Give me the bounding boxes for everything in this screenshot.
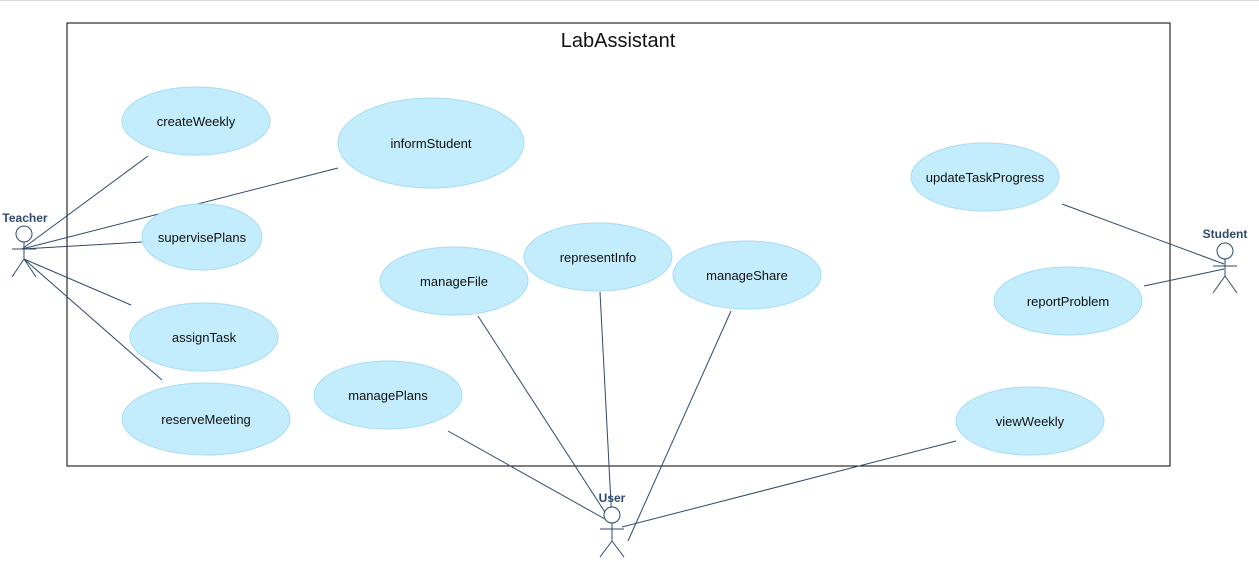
use-case-label: managePlans xyxy=(348,388,428,403)
use-case-label: informStudent xyxy=(391,136,472,151)
use-case-label: reportProblem xyxy=(1027,294,1109,309)
use-case-label: viewWeekly xyxy=(996,414,1065,429)
use-case-label: manageFile xyxy=(420,274,488,289)
actor-teacher[interactable] xyxy=(11,225,37,278)
assoc-user-representInfo xyxy=(599,291,613,524)
assoc-teacher-createWeekly xyxy=(21,155,149,250)
use-case-reportProblem[interactable]: reportProblem xyxy=(993,266,1143,336)
use-case-label: manageShare xyxy=(706,268,788,283)
use-case-manageShare[interactable]: manageShare xyxy=(672,240,822,310)
use-case-createWeekly[interactable]: createWeekly xyxy=(121,86,271,156)
actor-student-head xyxy=(1216,242,1234,260)
assoc-user-viewWeekly xyxy=(621,440,957,528)
use-case-assignTask[interactable]: assignTask xyxy=(129,302,279,372)
use-case-representInfo[interactable]: representInfo xyxy=(523,222,673,292)
assoc-student-reportProblem xyxy=(1143,268,1225,287)
actor-teacher-label: Teacher xyxy=(2,211,47,225)
use-case-updateTaskProgress[interactable]: updateTaskProgress xyxy=(910,142,1060,212)
use-case-manageFile[interactable]: manageFile xyxy=(379,246,529,316)
use-case-reserveMeeting[interactable]: reserveMeeting xyxy=(121,382,291,456)
assoc-user-managePlans xyxy=(447,430,613,524)
use-case-managePlans[interactable]: managePlans xyxy=(313,360,463,430)
actor-user[interactable] xyxy=(599,506,625,558)
actor-user-head xyxy=(603,506,621,524)
assoc-student-updateTaskProgress xyxy=(1061,203,1225,265)
use-case-label: updateTaskProgress xyxy=(926,170,1045,185)
actor-student[interactable] xyxy=(1212,242,1238,294)
use-case-label: representInfo xyxy=(560,250,637,265)
actor-student-label: Student xyxy=(1203,227,1248,241)
assoc-user-manageFile xyxy=(477,315,613,524)
use-case-label: createWeekly xyxy=(157,114,236,129)
use-case-label: reserveMeeting xyxy=(161,412,251,427)
assoc-teacher-assignTask xyxy=(23,258,132,306)
use-case-label: supervisePlans xyxy=(158,230,247,245)
use-case-viewWeekly[interactable]: viewWeekly xyxy=(955,386,1105,456)
actor-teacher-head xyxy=(15,225,33,243)
associations xyxy=(21,155,1225,542)
use-case-informStudent[interactable]: informStudent xyxy=(337,97,525,189)
assoc-user-manageShare xyxy=(627,310,732,542)
assoc-teacher-supervisePlans xyxy=(21,241,143,250)
use-case-label: assignTask xyxy=(172,330,237,345)
actor-user-label: User xyxy=(599,491,626,505)
assoc-teacher-reserveMeeting xyxy=(23,258,163,381)
system-title: LabAssistant xyxy=(561,30,676,52)
use-case-supervisePlans[interactable]: supervisePlans xyxy=(141,203,263,271)
